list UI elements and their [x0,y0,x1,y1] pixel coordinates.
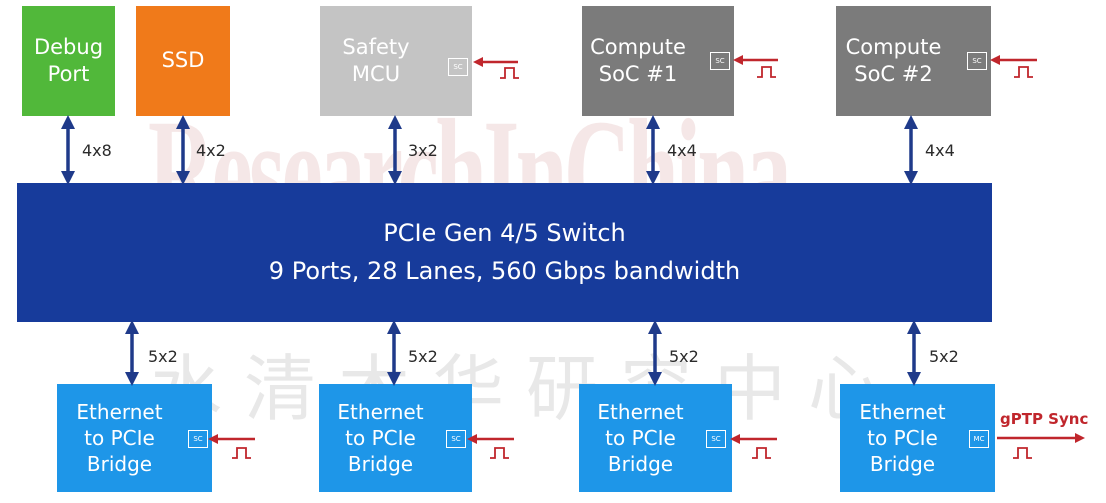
compute-soc-2-sc-tag: SC [967,52,987,70]
bridge-3-sc-tag: SC [706,430,726,448]
ssd-label: SSD [161,48,205,73]
bridge-2-label-2: to PCIe [345,426,416,450]
bridge-2-label-3: Bridge [347,452,414,476]
switch-title: PCIe Gen 4/5 Switch [383,219,626,248]
lane-label-safety: 3x2 [408,141,438,160]
lane-label-bridge-2: 5x2 [408,347,438,366]
pulse-icon-soc2 [1014,66,1033,78]
lane-label-soc2: 4x4 [925,141,955,160]
bridge-1-sc-tag: SC [188,430,208,448]
bridge-box-3: Ethernet to PCIe Bridge SC [579,384,732,492]
bridge-box-1: Ethernet to PCIe Bridge SC [57,384,212,492]
compute-soc-2-label-2: SoC #2 [854,62,933,86]
bridge-2-sc-tag: SC [446,430,466,448]
lane-label-soc1: 4x4 [667,141,697,160]
compute-soc-1-box: Compute SoC #1 SC [582,6,734,116]
gptp-sync-label: gPTP Sync [1000,410,1089,428]
compute-soc-1-sc-tag: SC [710,52,730,70]
lane-label-bridge-3: 5x2 [669,347,699,366]
compute-soc-2-label-1: Compute [845,34,942,59]
bridge-1-label-1: Ethernet [76,400,163,424]
bridge-4-label-2: to PCIe [867,426,938,450]
bridge-2-label-1: Ethernet [337,400,424,424]
compute-soc-1-label-2: SoC #1 [598,62,678,86]
bridge-box-4: Ethernet to PCIe Bridge MC [840,384,995,492]
debug-port-label-2: Port [47,62,90,86]
pulse-icon-bridge-3 [752,447,771,459]
pcie-switch-box: PCIe Gen 4/5 Switch 9 Ports, 28 Lanes, 5… [17,183,992,322]
pulse-icon-soc1 [757,66,776,78]
debug-port-label-1: Debug [33,34,104,59]
pulse-icon-gptp [1013,447,1032,459]
safety-mcu-label-1: Safety [342,34,410,59]
compute-soc-1-label-1: Compute [590,34,686,59]
lane-label-ssd: 4x2 [196,141,226,160]
compute-soc-2-box: Compute SoC #2 SC [836,6,991,116]
pulse-icon-safety [500,67,519,79]
bridge-4-mc-tag: MC [969,430,989,448]
bridge-4-label-3: Bridge [869,452,936,476]
bridge-3-label-1: Ethernet [597,400,684,424]
lane-label-debug: 4x8 [82,141,112,160]
bridge-3-label-2: to PCIe [605,426,676,450]
pulse-icon-bridge-1 [232,447,251,459]
safety-mcu-box: Safety MCU SC [320,6,472,116]
switch-subtitle: 9 Ports, 28 Lanes, 560 Gbps bandwidth [268,256,741,285]
bridge-box-2: Ethernet to PCIe Bridge SC [319,384,472,492]
bridge-3-label-3: Bridge [607,452,674,476]
bridge-4-label-1: Ethernet [859,400,946,424]
bridge-1-label-3: Bridge [86,452,153,476]
bridge-1-label-2: to PCIe [84,426,155,450]
safety-mcu-label-2: MCU [351,62,401,86]
pulse-icon-bridge-2 [490,447,509,459]
safety-mcu-sc-tag: SC [448,58,468,76]
debug-port-box: Debug Port [22,6,115,116]
ssd-box: SSD [136,6,230,116]
lane-label-bridge-1: 5x2 [148,347,178,366]
lane-label-bridge-4: 5x2 [929,347,959,366]
